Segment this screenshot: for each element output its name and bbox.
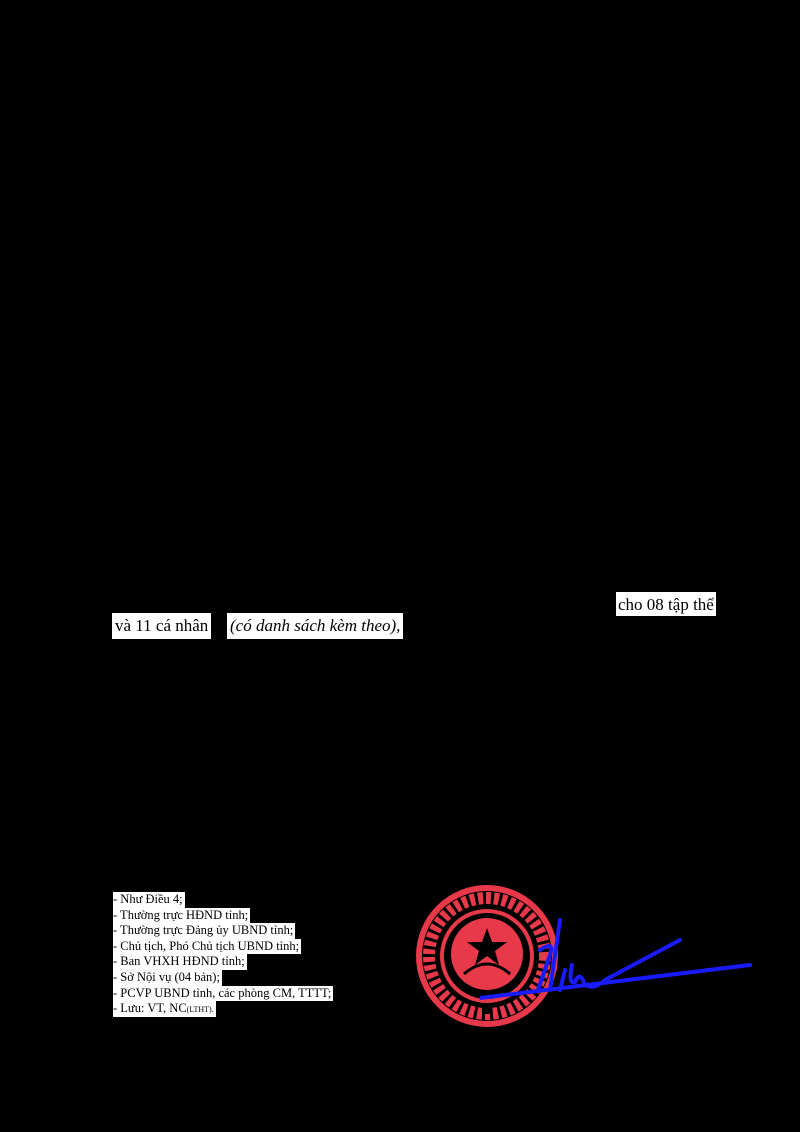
official-seal-icon (416, 885, 558, 1027)
recipient-item: - Chủ tịch, Phó Chủ tịch UBND tỉnh; (113, 938, 302, 955)
recipient-item: - Sở Nội vụ (04 bản); (113, 969, 222, 986)
signature-icon (480, 918, 752, 1000)
recipient-item: - Thường trực Đảng ủy UBND tỉnh; (113, 923, 296, 939)
recipient-item-archive: - Lưu: VT, NC(LTHT). (113, 1001, 216, 1017)
recipient-item: - PCVP UBND tỉnh, các phòng CM, TTTT; (113, 985, 334, 1002)
recipient-item: - Như Điều 4; (113, 892, 185, 908)
body-text-line2-italic: (có danh sách kèm theo), (227, 613, 404, 639)
recipient-item: - Ban VHXH HĐND tỉnh; (113, 954, 247, 970)
body-text-line1-end: cho 08 tập thể (616, 592, 716, 616)
recipients-list: - Như Điều 4; - Thường trực HĐND tỉnh; -… (113, 892, 334, 1017)
recipient-item: - Thường trực HĐND tỉnh; (113, 907, 251, 924)
body-text-line2-start: và 11 cá nhân (112, 613, 212, 639)
